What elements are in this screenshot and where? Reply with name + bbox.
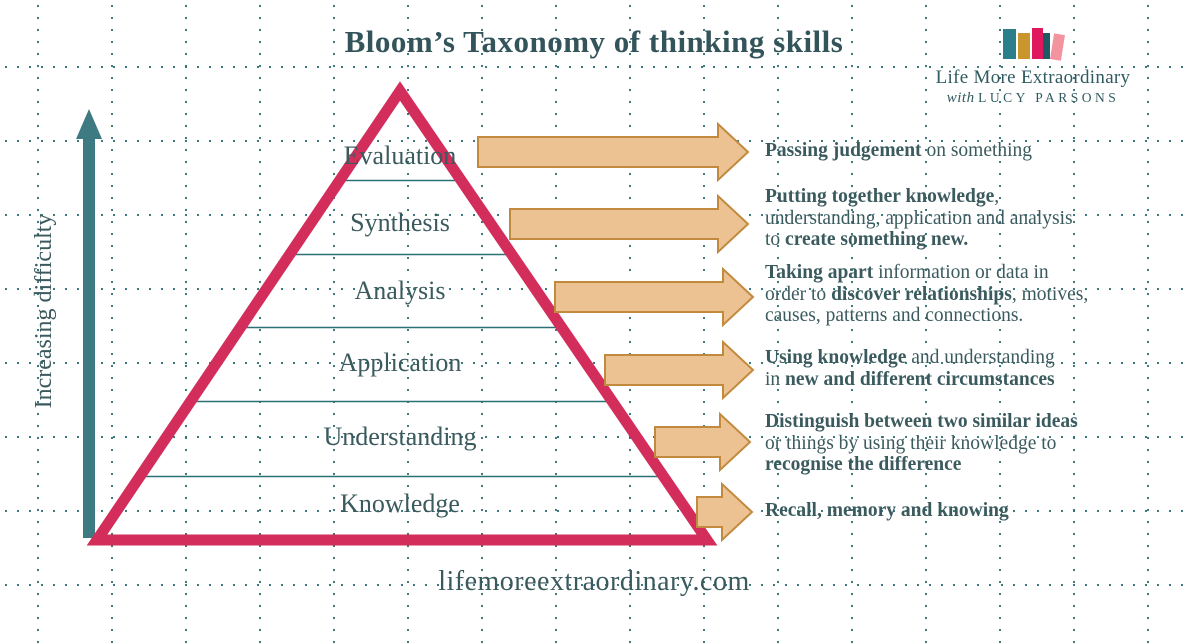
pyramid-outline — [86, 81, 718, 546]
flow-arrow-knowledge — [696, 481, 754, 543]
description-line: in new and different circumstances — [765, 368, 1055, 390]
description-line: causes, patterns and connections. — [765, 305, 1024, 326]
flow-arrow-analysis — [554, 266, 755, 328]
flow-arrow-evaluation — [477, 121, 750, 183]
description-line: understanding, application and analysis — [765, 207, 1073, 229]
book-spine — [1050, 33, 1065, 61]
description-line: Using knowledge and understanding — [765, 347, 1055, 368]
brand-logo: Life More Extraordinary with LUCY PARSON… — [920, 24, 1146, 107]
brand-byline: with LUCY PARSONS — [920, 90, 1146, 107]
description-line: recognise the difference — [765, 454, 962, 475]
description-line: Putting together knowledge, — [765, 186, 1000, 207]
pyramid-level-label-analysis: Analysis — [354, 276, 446, 305]
book-spine — [1018, 33, 1030, 59]
pyramid-level-label-application: Application — [338, 348, 462, 377]
book-spine — [1043, 33, 1050, 59]
description-line: or things by using their knowledge to — [765, 432, 1057, 454]
pyramid-level-label-evaluation: Evaluation — [343, 141, 457, 170]
description-line: Taking apart information or data in — [765, 262, 1049, 283]
difficulty-axis-arrow-head — [76, 109, 102, 139]
byline-person-name: LUCY PARSONS — [978, 90, 1120, 105]
pyramid-level-label-synthesis: Synthesis — [350, 208, 450, 237]
brand-name: Life More Extraordinary — [935, 67, 1131, 88]
description-line: Recall, memory and knowing — [765, 500, 1009, 521]
books-icon — [1003, 28, 1065, 61]
book-spine — [1003, 29, 1016, 59]
flow-arrow-application — [604, 339, 755, 401]
description-line: to create something new. — [765, 229, 969, 250]
description-line: Distinguish between two similar ideas — [765, 411, 1078, 432]
axis-label-increasing-difficulty: Increasing difficulty — [31, 213, 57, 409]
description-knowledge: Recall, memory and knowing — [765, 500, 1175, 522]
flow-arrow-understanding — [654, 411, 752, 473]
flow-arrow-synthesis — [509, 193, 750, 255]
pyramid-level-label-understanding: Understanding — [323, 422, 477, 451]
book-spine — [1032, 28, 1043, 59]
description-evaluation: Passing judgement on something — [765, 140, 1175, 162]
byline-with-word: with — [946, 90, 975, 106]
description-line: Passing judgement on something — [765, 140, 1033, 161]
page-title: Bloom’s Taxonomy of thinking skills — [344, 24, 844, 59]
pyramid-level-label-knowledge: Knowledge — [340, 489, 460, 518]
description-synthesis: Putting together knowledge,understanding… — [765, 186, 1175, 251]
description-line: order to discover relationships, motives… — [765, 283, 1089, 305]
website-text: lifemoreextraordinary.com — [438, 566, 750, 597]
